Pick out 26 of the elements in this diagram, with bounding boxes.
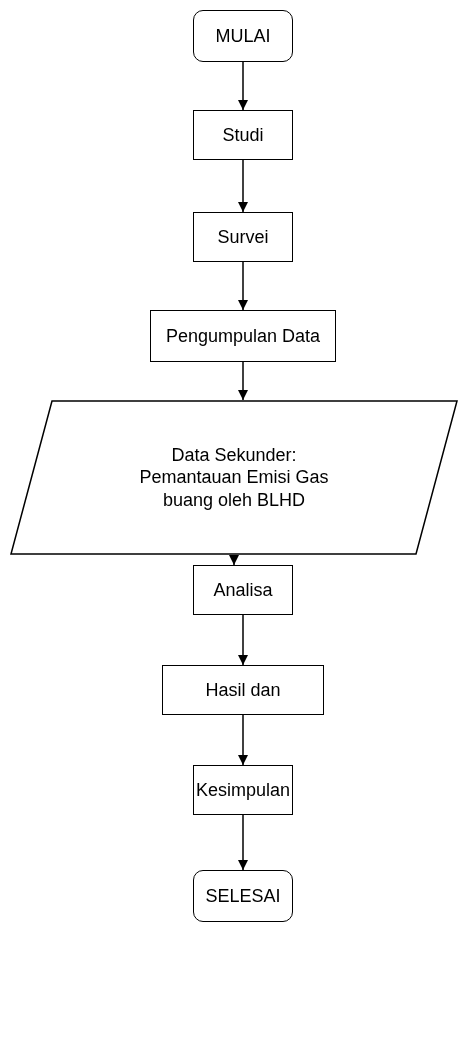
node-label: Hasil dan	[205, 678, 281, 702]
node-label: Survei	[217, 225, 269, 249]
node-label: Analisa	[213, 578, 273, 602]
node-label: SELESAI	[205, 884, 281, 908]
process-box	[162, 665, 324, 715]
arrow	[238, 61, 248, 111]
arrow	[238, 814, 248, 871]
arrow	[229, 554, 239, 566]
terminal-box	[193, 10, 293, 62]
arrow	[238, 714, 248, 766]
node-label: Studi	[222, 123, 264, 147]
arrow	[238, 261, 248, 311]
process-box	[193, 765, 293, 815]
arrow	[238, 159, 248, 213]
process-box	[193, 110, 293, 160]
node-label: Pengumpulan Data	[165, 324, 321, 348]
node-label: MULAI	[215, 24, 271, 48]
process-box	[193, 565, 293, 615]
arrow	[238, 361, 248, 401]
arrow	[238, 614, 248, 666]
data-parallelogram	[10, 400, 458, 555]
process-box	[150, 310, 336, 362]
node-label: Kesimpulan	[195, 778, 291, 802]
node-label: Data Sekunder: Pemantauan Emisi Gas buang oleh BLHD	[138, 443, 330, 512]
terminal-box	[193, 870, 293, 922]
process-box	[193, 212, 293, 262]
